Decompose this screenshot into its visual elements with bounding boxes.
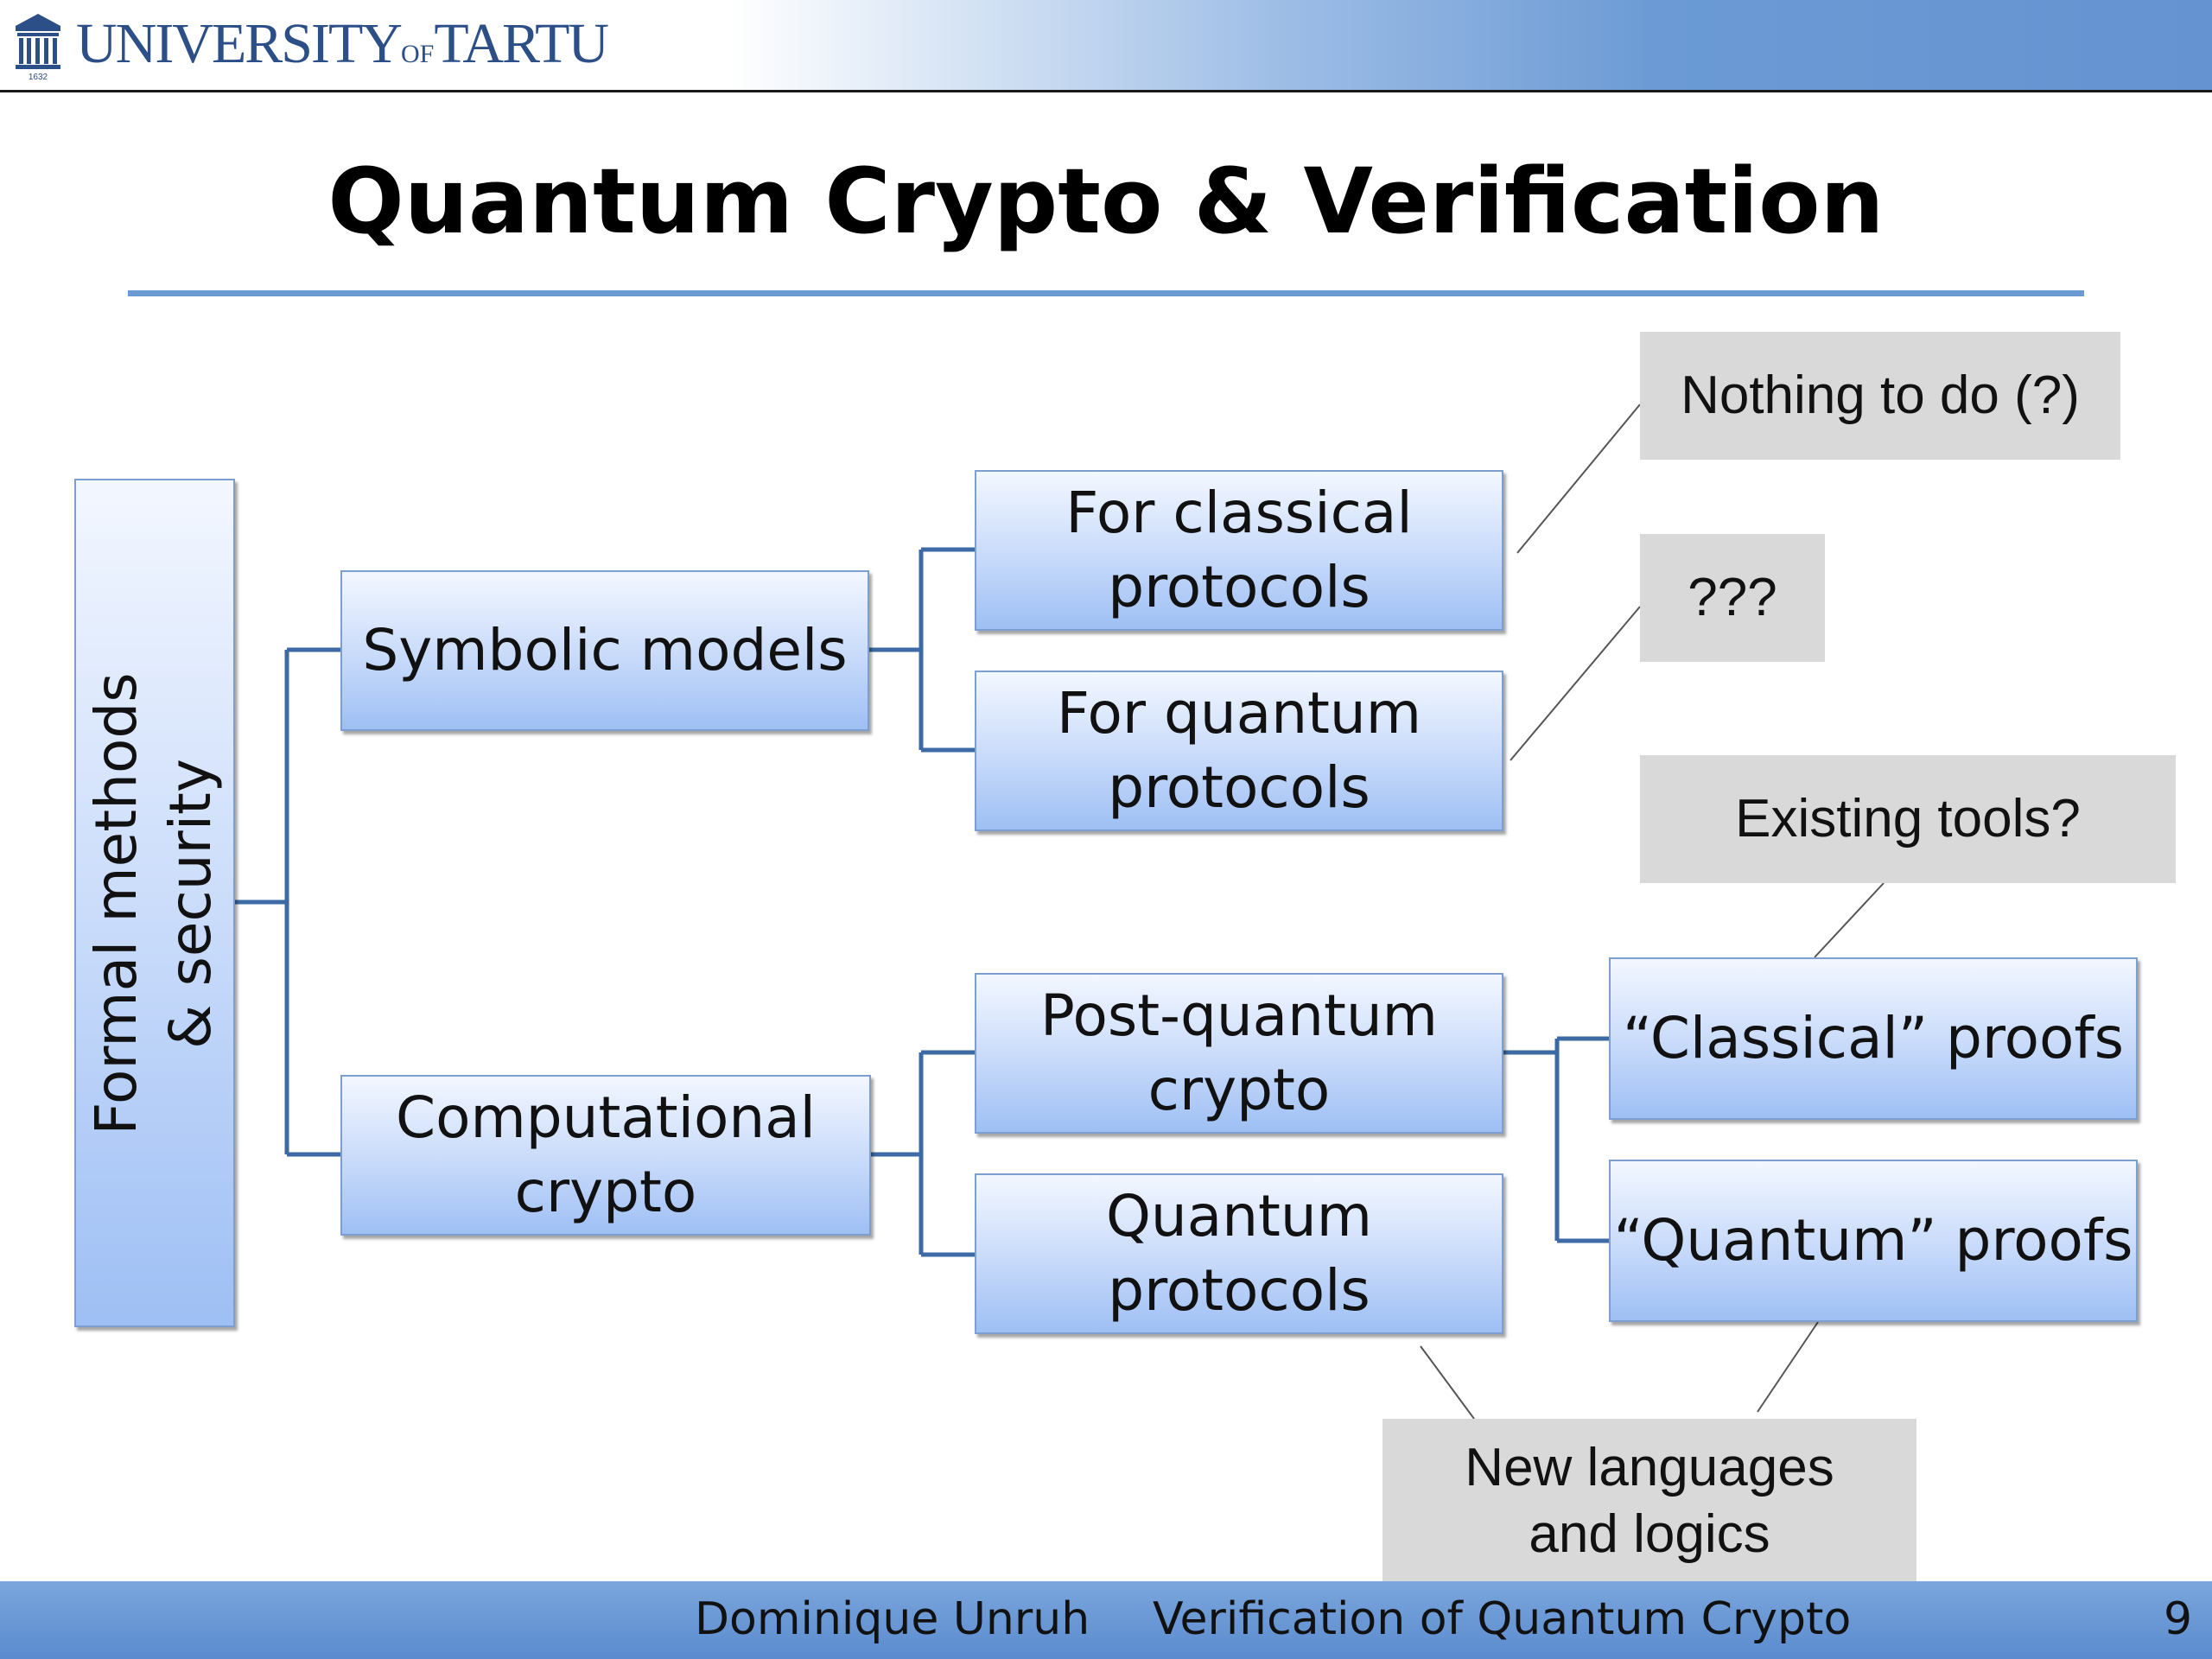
university-logo-icon: 1632 (16, 14, 60, 81)
connector-postquantum-to-proofs (1503, 1036, 1609, 1243)
pointer-nothing-to-do (1516, 404, 1641, 554)
note-new-languages-logics: New languages and logics (1382, 1419, 1916, 1583)
pointer-unknown (1510, 606, 1641, 761)
node-formal-methods-security-label: Formal methods & security (83, 672, 224, 1135)
note-nothing-to-do: Nothing to do (?) (1640, 332, 2120, 460)
pointer-languages-right (1757, 1321, 1819, 1413)
node-for-classical-protocols: For classical protocols (975, 470, 1503, 631)
tree-connectors (235, 547, 1609, 1257)
footer-bar (0, 1581, 2212, 1659)
node-quantum-protocols: Quantum protocols (975, 1173, 1503, 1334)
header-bar (0, 0, 2212, 90)
note-pointer-lines (1420, 404, 1885, 1420)
note-unknown: ??? (1640, 534, 1825, 662)
logo-year: 1632 (29, 73, 48, 81)
logo-word-tartu: TARTU (434, 12, 609, 75)
title-divider (128, 290, 2084, 296)
footer-page-number: 9 (2164, 1593, 2193, 1645)
node-quantum-proofs: “Quantum” proofs (1609, 1160, 2138, 1322)
node-formal-methods-security (74, 479, 235, 1327)
footer-talk-title: Verification of Quantum Crypto (1153, 1593, 1852, 1645)
footer-author: Dominique Unruh (695, 1593, 1090, 1645)
logo-word-university: UNIVERSITY (76, 12, 403, 75)
logo-word-of: OF (400, 40, 435, 68)
pointer-languages-left (1420, 1345, 1475, 1420)
node-classical-proofs: “Classical” proofs (1609, 957, 2138, 1120)
node-post-quantum-crypto: Post-quantum crypto (975, 973, 1503, 1134)
node-for-quantum-protocols: For quantum protocols (975, 671, 1503, 831)
university-logo-text: UNIVERSITYOFTARTU (76, 16, 609, 73)
node-computational-crypto: Computational crypto (340, 1075, 871, 1236)
connector-computational-to-children (871, 1050, 975, 1257)
slide-title: Quantum Crypto & Verification (327, 149, 1885, 254)
node-symbolic-models: Symbolic models (340, 570, 869, 731)
connector-root-to-branches (235, 647, 340, 1157)
connector-symbolic-to-children (869, 547, 975, 753)
header-divider (0, 90, 2212, 92)
pointer-existing-tools (1814, 882, 1885, 958)
note-existing-tools: Existing tools? (1640, 755, 2176, 883)
